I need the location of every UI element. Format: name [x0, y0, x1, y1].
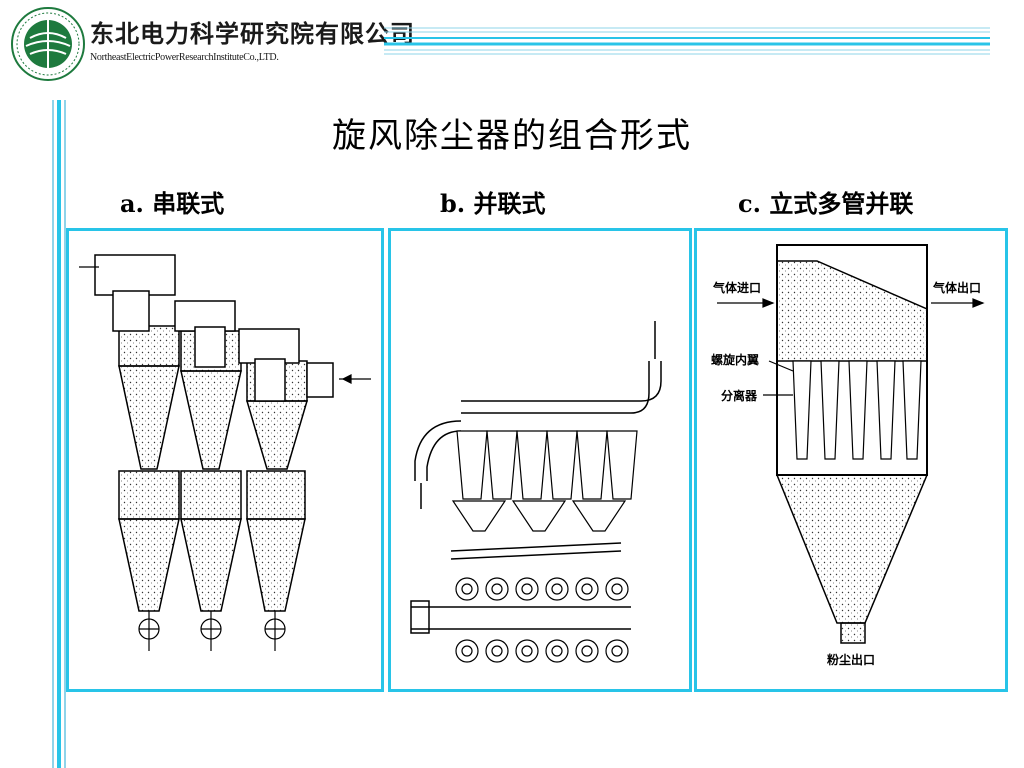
company-name-cn: 东北电力科学研究院有限公司: [90, 20, 415, 48]
left-accent-line: [52, 100, 54, 768]
slide-title: 旋风除尘器的组合形式: [332, 116, 692, 156]
series-cyclone-diagram: [79, 254, 371, 651]
panel-parallel: [388, 228, 692, 692]
left-accent-line: [57, 100, 61, 768]
dust-outlet-label: 粉尘出口: [827, 653, 876, 667]
spiral-vane-label: 螺旋内翼: [711, 353, 760, 367]
panel-label-a: a. 串联式: [120, 189, 225, 218]
parallel-cyclone-diagram: [410, 321, 662, 663]
header-divider-lines: [384, 27, 990, 55]
panel-label-c: c. 立式多管并联: [738, 189, 914, 218]
left-accent-line: [64, 100, 66, 768]
multitube-cyclone-diagram: [717, 244, 985, 644]
gas-outlet-label: 气体出口: [933, 281, 982, 295]
panel-series: [66, 228, 384, 692]
panel-label-b: b. 并联式: [440, 189, 546, 218]
company-name-en: NortheastElectricPowerResearchInstituteC…: [90, 52, 279, 63]
panel-multitube: 气体进口 气体出口 螺旋内翼 分离器 粉尘出口: [694, 228, 1008, 692]
company-logo: [11, 7, 85, 81]
separator-label: 分离器: [721, 389, 758, 403]
gas-inlet-label: 气体进口: [713, 281, 762, 295]
